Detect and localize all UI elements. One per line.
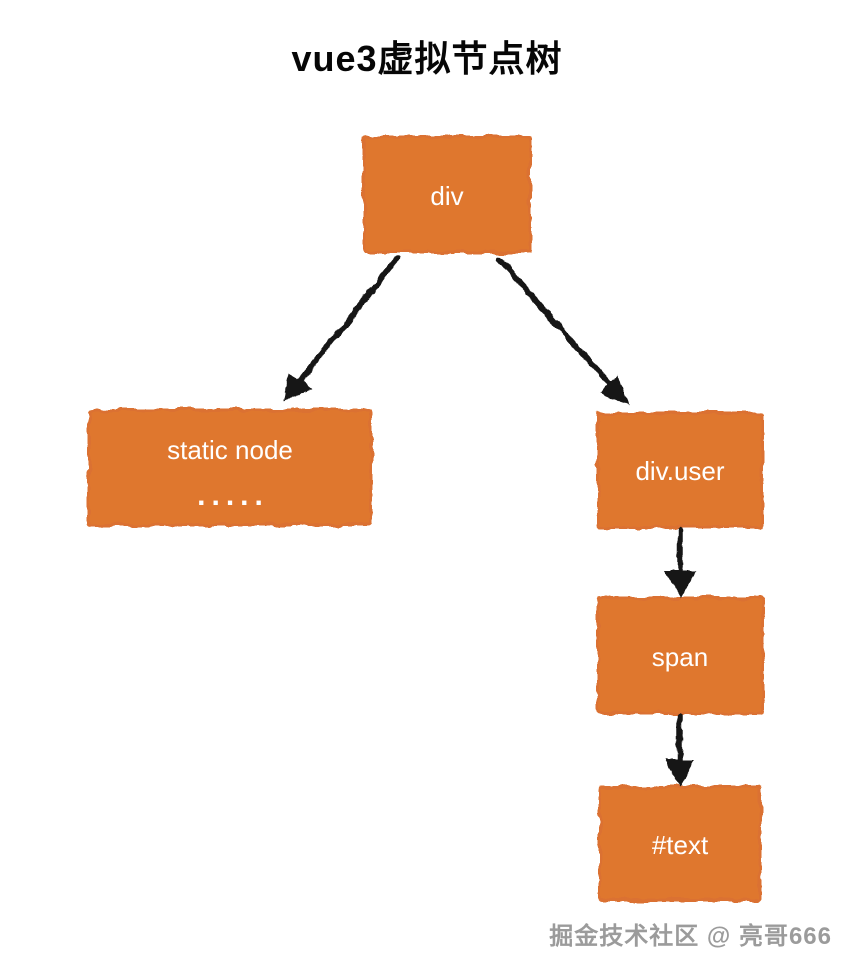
- edge-div-to-div-user: [496, 256, 628, 405]
- node-static-node-label: static node: [167, 435, 293, 465]
- node-text-label: #text: [652, 830, 709, 860]
- node-labels: div static node ..... div.user span #tex…: [167, 181, 725, 860]
- edge-span-to-text: [664, 712, 696, 788]
- node-static-node-sublabel: .....: [197, 479, 269, 512]
- node-static-node-box: [87, 408, 373, 527]
- node-div-box: [362, 135, 532, 254]
- arrows: [283, 256, 696, 788]
- page-title: vue3虚拟节点树: [291, 38, 563, 79]
- node-div-user-label: div.user: [635, 456, 724, 486]
- edge-div-user-to-span: [664, 527, 696, 599]
- watermark-text: 掘金技术社区 @ 亮哥666: [549, 923, 832, 950]
- edge-div-to-static-node: [283, 256, 400, 402]
- node-boxes: [87, 135, 765, 902]
- node-span-label: span: [652, 642, 708, 672]
- node-div-label: div: [430, 181, 463, 211]
- node-div-user-box: [596, 411, 764, 529]
